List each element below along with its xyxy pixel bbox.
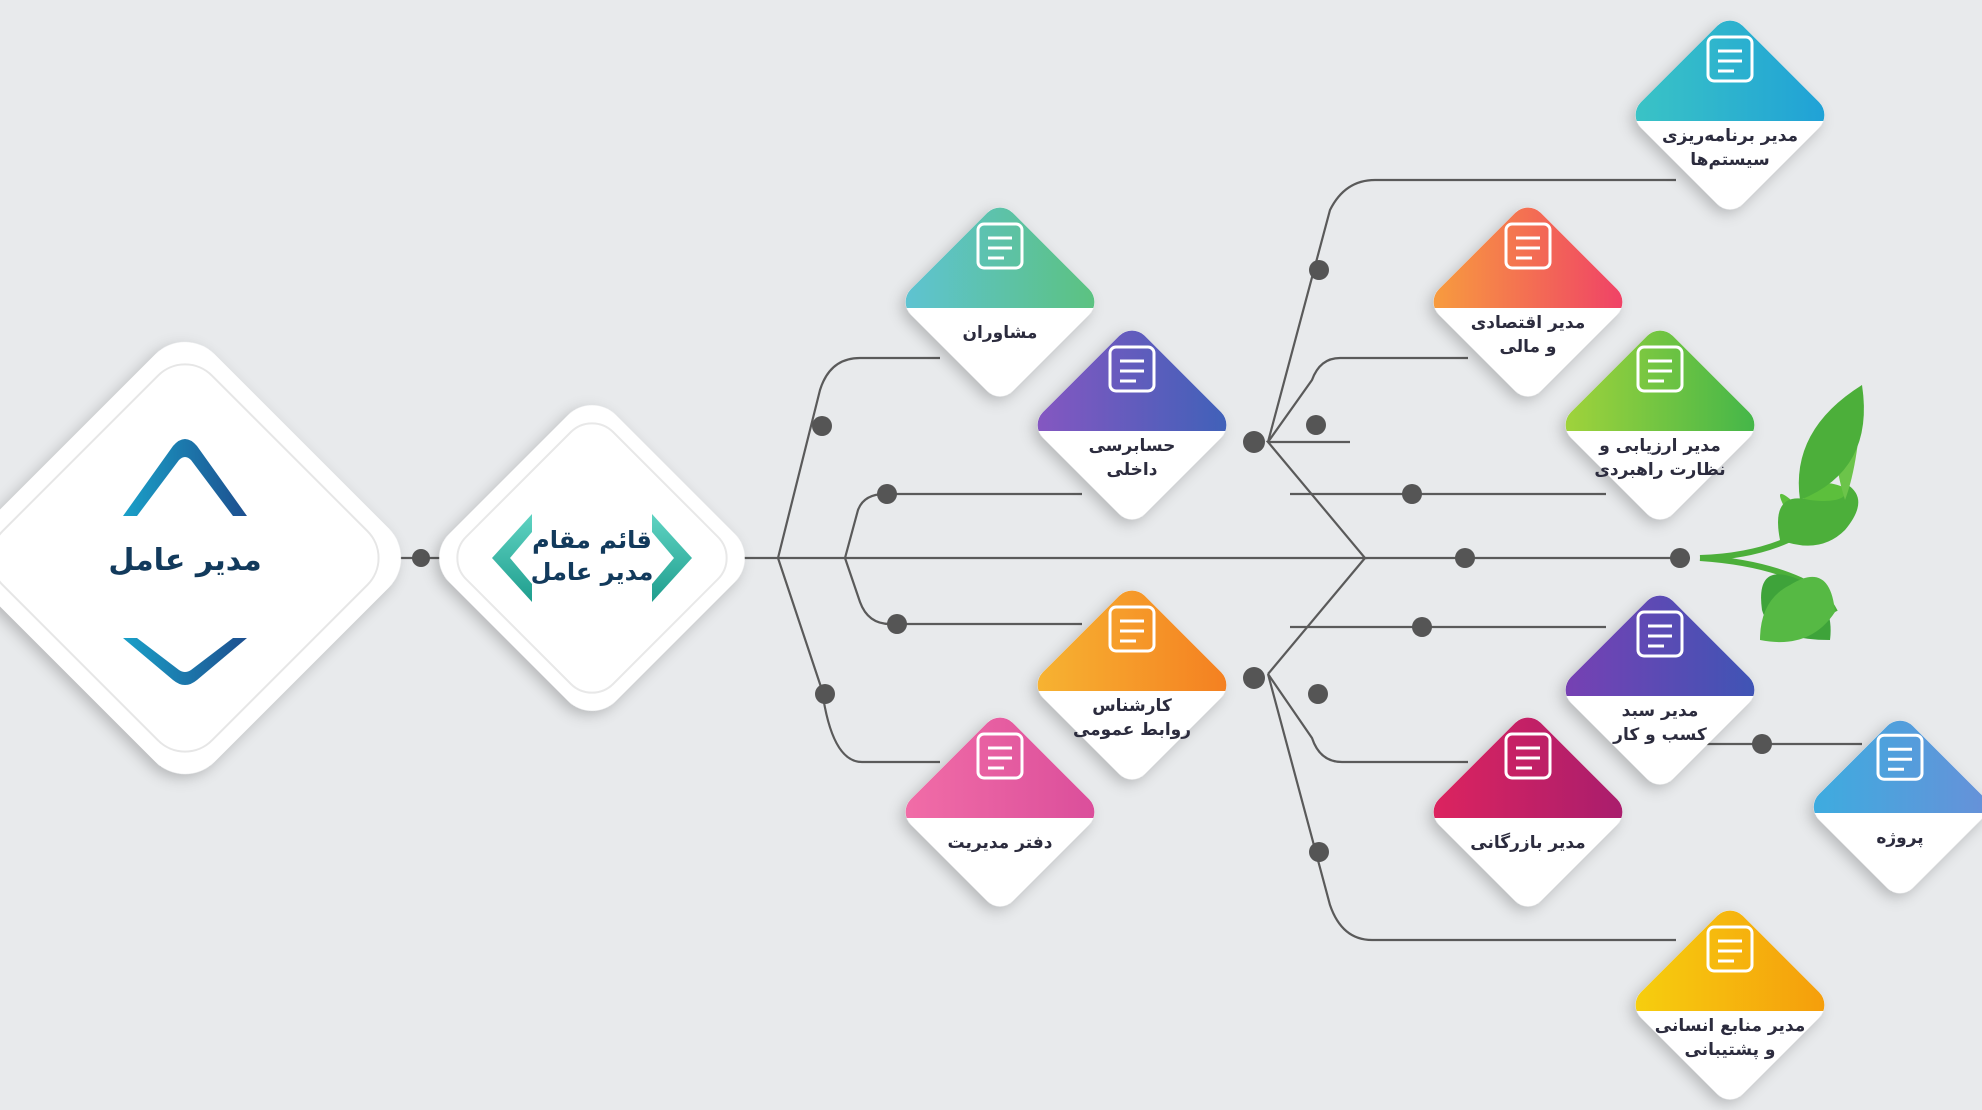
chevron-down-icon (123, 638, 247, 685)
node-pr-label-1: کارشناس (1092, 696, 1172, 716)
junction-dots (412, 260, 1772, 862)
clipboard-check-icon (1108, 345, 1156, 393)
node-systems-label-2: سیستم‌ها (1690, 150, 1769, 170)
node-commerce-label-1: مدیر بازرگانی (1470, 832, 1585, 853)
node-pr[interactable]: کارشناس روابط عمومی (1022, 575, 1242, 787)
node-pr-label-2: روابط عمومی (1073, 720, 1191, 740)
node-evaluation-label-2: نظارت راهبردی (1594, 460, 1725, 480)
node-hr-label-2: و پشتیبانی (1685, 1040, 1776, 1060)
node-project[interactable]: پروژه (1799, 706, 1982, 901)
team-idea-icon (976, 222, 1024, 270)
finance-report-icon (1504, 222, 1552, 270)
node-advisors[interactable]: مشاوران (890, 192, 1110, 404)
ceo-label: مدیر عامل (108, 543, 261, 578)
chevron-up-icon (123, 439, 247, 516)
card-color-band (1558, 588, 1762, 696)
office-desk-icon (976, 732, 1024, 780)
deputy-ceo-node[interactable]: قائم مقام مدیر عامل (425, 391, 759, 725)
node-project-label-1: پروژه (1876, 828, 1923, 848)
node-finance[interactable]: مدیر اقتصادی و مالی (1418, 192, 1638, 404)
node-business-label-2: کسب و کار (1612, 725, 1707, 745)
node-business[interactable]: مدیر سبد کسب و کار (1550, 580, 1770, 792)
node-systems-label-1: مدیر برنامه‌ریزی (1662, 126, 1798, 146)
node-office-label-1: دفتر مدیریت (948, 833, 1053, 853)
card-color-band (1426, 200, 1630, 308)
deputy-label-line2: مدیر عامل (531, 558, 654, 586)
portfolio-gear-icon (1636, 610, 1684, 658)
card-color-band (1628, 903, 1832, 1011)
node-hr-label-1: مدیر منابع انسانی (1655, 1016, 1805, 1036)
growth-gear-icon (1636, 345, 1684, 393)
card-color-band (1030, 583, 1234, 691)
node-finance-label-1: مدیر اقتصادی (1471, 313, 1586, 333)
node-hr[interactable]: مدیر منابع انسانی و پشتیبانی (1620, 895, 1840, 1107)
bracket-left-icon (492, 514, 532, 602)
globe-location-icon (1504, 732, 1552, 780)
node-advisors-label-1: مشاوران (963, 323, 1038, 343)
building-people-icon (1706, 35, 1754, 83)
pr-head-icon (1108, 605, 1156, 653)
department-cards: مشاوران حسابرسی داخلی کارشناس روابط عمومی دفت… (890, 5, 1982, 1107)
ceo-node[interactable]: مدیر عامل (0, 325, 418, 792)
node-finance-label-2: و مالی (1500, 337, 1557, 357)
node-audit-label-2: داخلی (1107, 460, 1158, 480)
node-audit-label-1: حسابرسی (1089, 436, 1176, 456)
card-color-band (898, 200, 1102, 308)
node-systems[interactable]: مدیر برنامه‌ریزی سیستم‌ها (1620, 5, 1840, 217)
people-search-icon (1706, 925, 1754, 973)
card-color-band (1628, 13, 1832, 121)
node-business-label-1: مدیر سبد (1622, 701, 1699, 721)
node-evaluation-label-1: مدیر ارزیابی و (1598, 436, 1720, 456)
deputy-label-line1: قائم مقام (532, 526, 652, 554)
leaf-sprout-icon (1699, 385, 1864, 643)
lightbulb-gear-icon (1876, 733, 1924, 781)
bracket-right-icon (652, 514, 692, 602)
